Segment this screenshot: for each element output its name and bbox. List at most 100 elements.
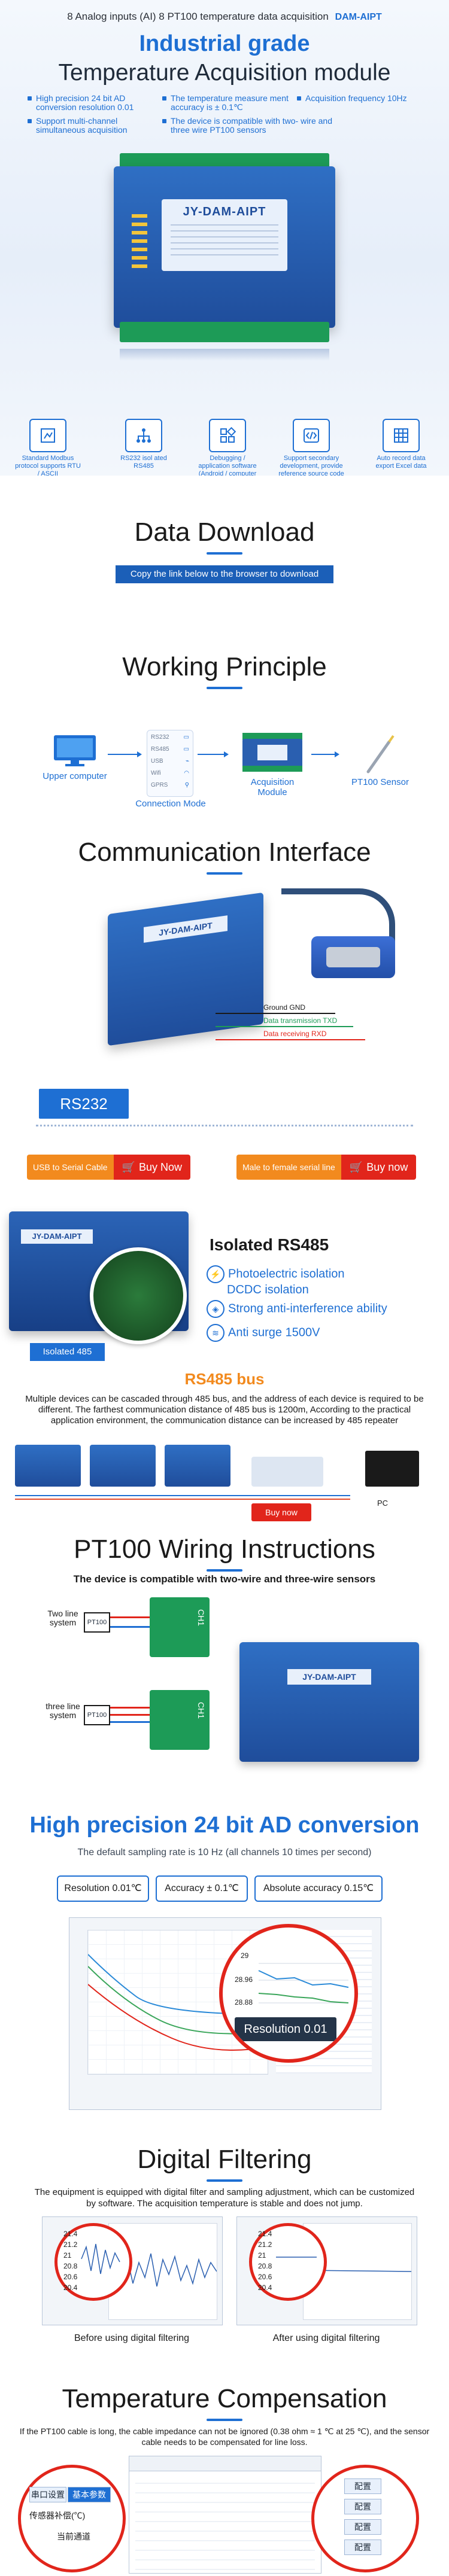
converter-image xyxy=(251,1457,323,1487)
acquisition-module-label: Acquisition Module xyxy=(250,777,295,797)
connection-mode-label: Connection Mode xyxy=(135,799,206,809)
config-button-3[interactable]: 配置 xyxy=(344,2519,381,2535)
hero-title-primary: Industrial grade xyxy=(139,31,310,56)
tick-label: 21.4 xyxy=(258,2230,272,2238)
buy-converter-button[interactable]: Buy now xyxy=(251,1503,311,1521)
feature-frequency: Acquisition frequency 10Hz xyxy=(297,94,413,103)
pt100-title: PT100 Wiring Instructions xyxy=(0,1534,449,1572)
working-title: Working Principle xyxy=(0,652,449,689)
surge-icon: ≋ xyxy=(207,1324,224,1342)
right-zoom-ring: 配置 配置 配置 配置 xyxy=(311,2465,419,2572)
app-icon xyxy=(209,419,246,452)
serial-cable xyxy=(281,888,395,942)
rs485-bus-title: RS485 bus xyxy=(184,1370,265,1388)
wire-red-two xyxy=(110,1616,152,1618)
bus-line-b xyxy=(15,1495,350,1496)
label-txd: Data transmission TXD xyxy=(263,1016,338,1025)
basic-params-tab[interactable]: 基本参数 xyxy=(68,2487,111,2502)
conn-rs232: RS232▭ xyxy=(151,734,189,741)
tick-label: 20.6 xyxy=(63,2273,78,2281)
filtering-section: Digital Filtering The equipment is equip… xyxy=(0,2136,449,2375)
feature-resolution: High precision 24 bit AD conversion reso… xyxy=(28,94,156,112)
arrow-2 xyxy=(198,751,229,757)
two-line-label: Two line system xyxy=(47,1609,78,1627)
before-zoom-ring: 21.4 21.2 21 20.8 20.6 20.4 xyxy=(54,2223,132,2301)
device-model: JY-DAM-AIPT xyxy=(144,915,227,943)
feature-anti-surge: ≋Anti surge 1500V xyxy=(207,1324,320,1342)
download-section: Data Download Copy the link below to the… xyxy=(0,476,449,625)
isolated-485-label: Isolated 485 xyxy=(30,1343,105,1361)
label-rxd: Data receiving RXD xyxy=(263,1030,327,1038)
conn-wifi: Wifi◠ xyxy=(151,770,189,777)
before-caption: Before using digital filtering xyxy=(74,2333,190,2343)
model-tag: DAM-AIPT xyxy=(335,12,382,22)
compensation-title: Temperature Compensation xyxy=(0,2384,449,2421)
spec-lines xyxy=(171,224,278,260)
serial-settings-tab[interactable]: 串口设置 xyxy=(29,2487,66,2502)
window-toolbar xyxy=(129,2456,321,2471)
tick-label: 20.4 xyxy=(258,2283,272,2292)
dotted-divider xyxy=(36,1125,413,1126)
mag-plot-lines xyxy=(258,1963,349,2003)
icon-text-code: Support secondary development, provide r… xyxy=(278,455,344,476)
compensation-section: Temperature Compensation If the PT100 ca… xyxy=(0,2375,449,2576)
hero-section: 8 Analog inputs (AI) 8 PT100 temperature… xyxy=(0,0,449,476)
pc-label: PC xyxy=(377,1499,389,1508)
arrow-3 xyxy=(311,751,339,757)
buy-usb-button[interactable]: 🛒Buy Now xyxy=(113,1155,190,1180)
tick-label: 21.2 xyxy=(63,2240,78,2249)
buy-serial-button[interactable]: 🛒Buy now xyxy=(341,1155,417,1180)
before-filter-screenshot: 21.4 21.2 21 20.8 20.6 20.4 xyxy=(42,2216,223,2325)
wire-red-three xyxy=(110,1707,152,1709)
wire-red-three-b xyxy=(110,1714,152,1716)
icon-item-code: Support secondary development, provide r… xyxy=(278,419,344,476)
icon-item-table: Auto record data export Excel data xyxy=(368,419,434,470)
pill-accuracy: Accuracy ± 0.1℃ xyxy=(156,1875,248,1902)
after-caption: After using digital filtering xyxy=(272,2333,380,2343)
after-filter-screenshot: 21.4 21.2 21 20.8 20.6 20.4 xyxy=(236,2216,417,2325)
icon-text-app: Debugging / application software (Androi… xyxy=(198,455,257,476)
config-button-1[interactable]: 配置 xyxy=(344,2478,381,2494)
rs485-section: JY-DAM-AIPT Isolated 485 Isolated RS485 … xyxy=(0,1199,449,1525)
label-ground: Ground GND xyxy=(263,1003,306,1012)
device-reflection xyxy=(120,349,329,361)
working-section: Working Principle Upper computer RS232▭ … xyxy=(0,625,449,817)
wifi-icon: ◠ xyxy=(184,770,189,777)
buy-serial-line[interactable]: Male to female serial line 🛒Buy now xyxy=(236,1155,417,1180)
sensor-probe-icon xyxy=(366,735,395,774)
config-button-2[interactable]: 配置 xyxy=(344,2499,381,2514)
device-image: JY-DAM-AIPT xyxy=(96,142,353,361)
network-icon xyxy=(125,419,162,452)
download-title: Data Download xyxy=(0,517,449,555)
communication-title: Communication Interface xyxy=(0,838,449,875)
icon-item-app: Debugging / application software (Androi… xyxy=(195,419,260,476)
antenna-icon: ⚲ xyxy=(184,782,189,788)
mag-value-3: 28.88 xyxy=(235,1998,253,2006)
conn-rs485: RS485▭ xyxy=(151,746,189,753)
table-icon xyxy=(383,419,420,452)
cart-icon: 🛒 xyxy=(122,1161,135,1173)
download-link-bar[interactable]: Copy the link below to the browser to do… xyxy=(116,565,333,583)
leader-gnd xyxy=(216,1013,335,1014)
pt100-sensor-three: PT100 xyxy=(84,1705,110,1725)
hero-icon-row: Standard Modbus protocol supports RTU / … xyxy=(0,419,449,476)
feature-anti-interference: ◈Strong anti-interference ability xyxy=(207,1300,387,1318)
db9-pins xyxy=(326,947,380,967)
after-zoom-ring: 21.4 21.2 21 20.8 20.6 20.4 xyxy=(249,2223,327,2301)
tick-label: 20.4 xyxy=(63,2283,78,2292)
bus-device-1 xyxy=(15,1445,81,1487)
icon-text-protocol: Standard Modbus protocol supports RTU / … xyxy=(15,455,81,476)
config-button-4[interactable]: 配置 xyxy=(344,2540,381,2555)
device-label: JY-DAM-AIPT xyxy=(162,199,287,271)
feature-accuracy: The temperature measure ment accuracy is… xyxy=(162,94,290,112)
buy-usb-cable[interactable]: USB to Serial Cable 🛒Buy Now xyxy=(27,1155,190,1180)
isolation-icon: ⚡ xyxy=(207,1265,224,1283)
leader-rxd xyxy=(216,1039,365,1040)
device-model: JY-DAM-AIPT xyxy=(287,1669,371,1685)
protocol-icon xyxy=(29,419,66,452)
tick-label: 21.2 xyxy=(258,2240,272,2249)
device-image-angled: JY-DAM-AIPT xyxy=(108,892,263,1046)
isolated-rs485-title: Isolated RS485 xyxy=(210,1235,329,1254)
communication-section: Communication Interface JY-DAM-AIPT Grou… xyxy=(0,817,449,1199)
noisy-line-zoom xyxy=(81,2243,120,2274)
